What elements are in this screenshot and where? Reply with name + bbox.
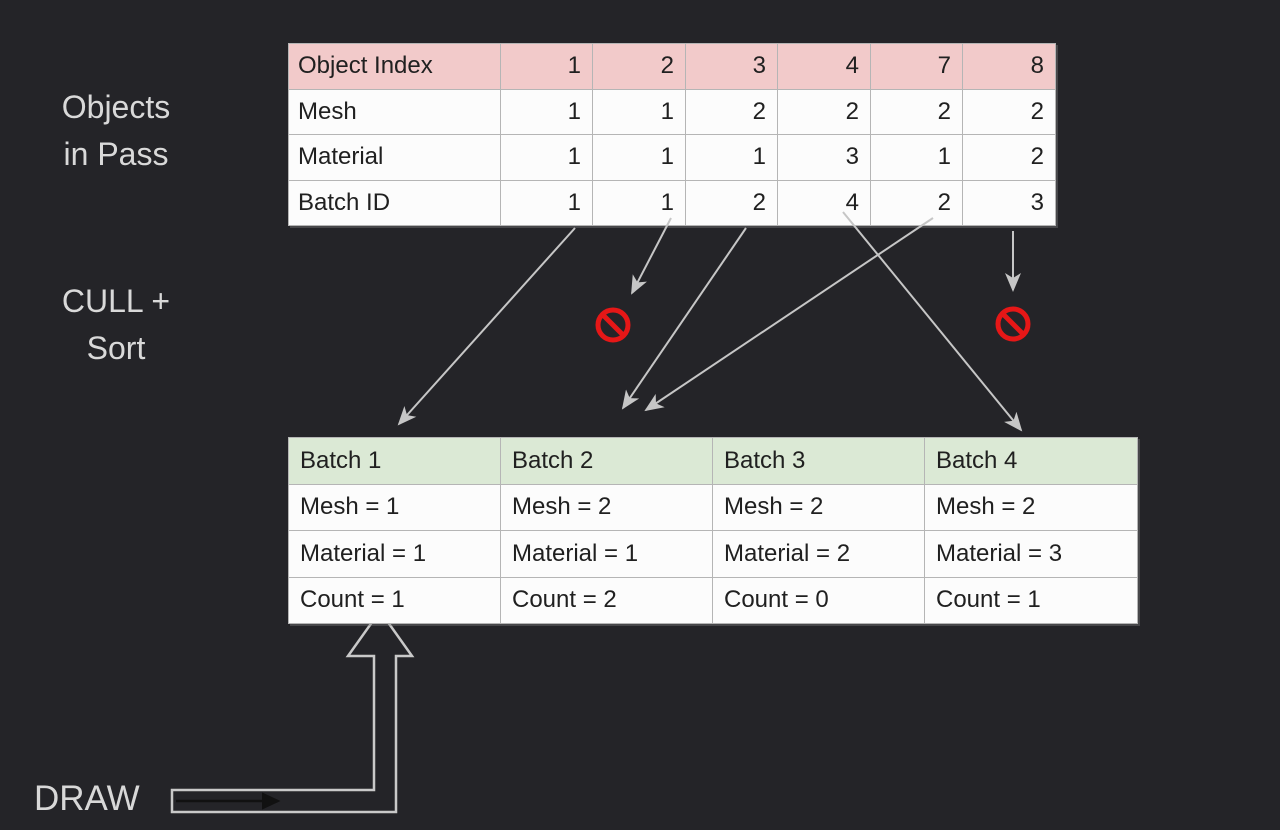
- object-index-value: 4: [777, 43, 871, 90]
- batch2-header: Batch 2: [500, 437, 713, 485]
- mesh-row: Mesh 1 1 2 2 2 2: [288, 88, 1056, 135]
- batch-count-cell: Count = 2: [500, 576, 713, 624]
- draw-label: DRAW: [34, 779, 140, 818]
- object-index-value: 7: [870, 43, 963, 90]
- mesh-value: 1: [592, 88, 686, 135]
- material-value: 1: [592, 134, 686, 181]
- batch-id-value: 3: [962, 179, 1056, 226]
- mesh-value: 2: [777, 88, 871, 135]
- object-index-value: 1: [500, 43, 593, 90]
- material-row: Material 1 1 1 3 1 2: [288, 134, 1056, 181]
- batch-count-cell: Count = 1: [924, 576, 1138, 624]
- cull-sort-line2: Sort: [86, 330, 146, 366]
- batch1-header: Batch 1: [288, 437, 501, 485]
- arrow-object2-to-culled: [631, 217, 672, 295]
- batch-mesh-cell: Mesh = 2: [924, 483, 1138, 531]
- mesh-value: 2: [685, 88, 778, 135]
- mesh-value: 2: [962, 88, 1056, 135]
- batch-material-cell: Material = 3: [924, 530, 1138, 578]
- material-value: 1: [500, 134, 593, 181]
- arrow-object4-to-batch4: [842, 211, 1023, 432]
- material-value: 2: [962, 134, 1056, 181]
- batch-id-row: Batch ID 1 1 2 4 2 3: [288, 179, 1056, 226]
- no-entry-icon: [995, 306, 1031, 342]
- batch-id-value: 4: [777, 179, 871, 226]
- object-index-value: 3: [685, 43, 778, 90]
- arrow-object1-to-batch1: [397, 227, 576, 426]
- batch-id-value: 1: [592, 179, 686, 226]
- batch3-header: Batch 3: [712, 437, 925, 485]
- batch-id-value: 1: [500, 179, 593, 226]
- batch-mesh-cell: Mesh = 2: [712, 483, 925, 531]
- object-index-value: 2: [592, 43, 686, 90]
- batch-id-value: 2: [685, 179, 778, 226]
- batch-count-cell: Count = 0: [712, 576, 925, 624]
- arrow-object3-to-batch2: [621, 227, 747, 410]
- material-value: 3: [777, 134, 871, 181]
- objects-table-header-row: Object Index 1 2 3 4 7 8: [288, 43, 1056, 90]
- mesh-row-label: Mesh: [288, 88, 501, 135]
- cull-sort-label: CULL + Sort: [26, 278, 206, 372]
- batch-mesh-cell: Mesh = 2: [500, 483, 713, 531]
- draw-outline-arrow: [170, 608, 415, 814]
- batch-count-cell: Count = 1: [288, 576, 501, 624]
- mesh-value: 1: [500, 88, 593, 135]
- objects-in-pass-label: Objects in Pass: [26, 84, 206, 178]
- batch-material-row: Material = 1 Material = 1 Material = 2 M…: [288, 530, 1138, 578]
- object-index-value: 8: [962, 43, 1056, 90]
- objects-in-pass-line1: Objects: [61, 89, 171, 125]
- cull-sort-line1: CULL +: [61, 283, 171, 319]
- batch-id-row-label: Batch ID: [288, 179, 501, 226]
- batch-mesh-cell: Mesh = 1: [288, 483, 501, 531]
- objects-table: Object Index 1 2 3 4 7 8 Mesh 1 1 2 2 2 …: [288, 43, 1056, 226]
- arrow-object7-to-batch2: [644, 217, 934, 412]
- material-row-label: Material: [288, 134, 501, 181]
- batch-material-cell: Material = 1: [288, 530, 501, 578]
- batch-material-cell: Material = 2: [712, 530, 925, 578]
- no-entry-icon: [595, 307, 631, 343]
- batches-table-header-row: Batch 1 Batch 2 Batch 3 Batch 4: [288, 437, 1138, 485]
- batch-id-value: 2: [870, 179, 963, 226]
- batch-count-row: Count = 1 Count = 2 Count = 0 Count = 1: [288, 576, 1138, 624]
- batch4-header: Batch 4: [924, 437, 1138, 485]
- material-value: 1: [870, 134, 963, 181]
- batches-table: Batch 1 Batch 2 Batch 3 Batch 4 Mesh = 1…: [288, 437, 1138, 624]
- mesh-value: 2: [870, 88, 963, 135]
- batch-material-cell: Material = 1: [500, 530, 713, 578]
- material-value: 1: [685, 134, 778, 181]
- batch-mesh-row: Mesh = 1 Mesh = 2 Mesh = 2 Mesh = 2: [288, 483, 1138, 531]
- objects-header-label: Object Index: [288, 43, 501, 90]
- objects-in-pass-line2: in Pass: [63, 136, 169, 172]
